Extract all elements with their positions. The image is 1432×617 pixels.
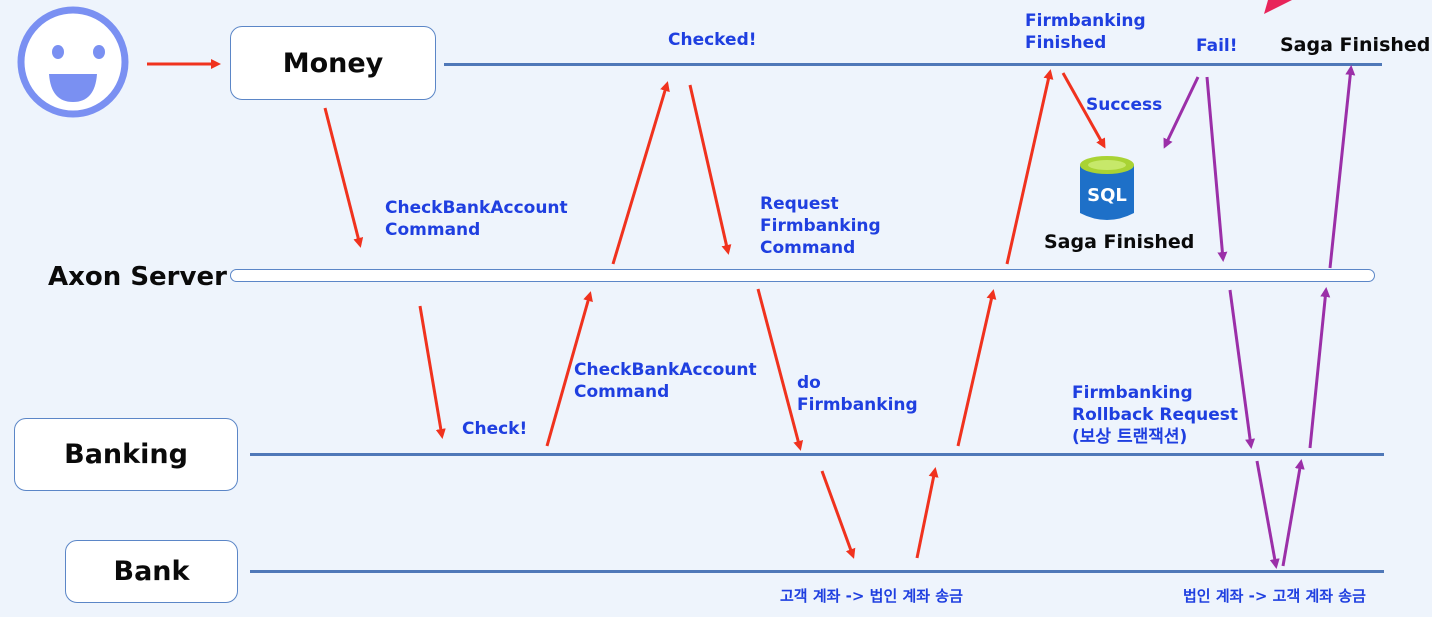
bank-label: Bank [113, 556, 190, 587]
arrow-axon-to-banking-1 [418, 305, 446, 439]
bank-box: Bank [65, 540, 238, 603]
banking-label: Banking [64, 439, 188, 470]
arrow-bank-to-banking-rollback [1281, 459, 1305, 567]
arrow-money-to-axon-1 [323, 107, 364, 248]
arrow-money-to-axon-2 [688, 84, 732, 255]
label-transfer-customer-to-corp: 고객 계좌 -> 법인 계좌 송금 [780, 587, 963, 605]
arrow-banking-to-bank-rollback [1255, 460, 1280, 569]
sql-database-icon: SQL [1080, 156, 1134, 220]
arrow-banking-to-axon-2 [956, 289, 997, 447]
label-fail: Fail! [1196, 36, 1238, 56]
money-lifeline [444, 63, 1382, 66]
label-rollback-request: Firmbanking Rollback Request (보상 트랜잭션) [1072, 383, 1239, 447]
sql-text: SQL [1087, 185, 1127, 206]
arrow-axon-to-money-rollback [1328, 65, 1356, 269]
arrow-fail-to-db [1163, 76, 1200, 149]
axon-server-label: Axon Server [48, 262, 227, 292]
label-request-firmbanking-cmd: Request Firmbanking Command [760, 194, 881, 258]
smiley-face-icon [17, 6, 129, 118]
arrow-banking-to-bank [820, 470, 856, 559]
corner-pink-shape [1264, 0, 1292, 14]
bank-lifeline [250, 570, 1384, 573]
arrow-bank-to-banking [915, 467, 939, 559]
arrow-axon-to-money-2 [1005, 69, 1054, 265]
arrow-money-to-axon-rollback [1205, 76, 1228, 262]
arrow-banking-to-axon-rollback [1308, 287, 1331, 449]
label-check-bank-account-cmd-2: CheckBankAccount Command [574, 360, 757, 402]
banking-lifeline [250, 453, 1384, 456]
label-do-firmbanking: do Firmbanking [797, 373, 918, 415]
label-check-bank-account-cmd-1: CheckBankAccount Command [385, 198, 568, 240]
arrow-banking-to-axon-1 [545, 291, 593, 447]
axon-server-bar [230, 269, 1375, 282]
arrow-money-to-db [1061, 72, 1106, 149]
label-firmbanking-finished: Firmbanking Finished [1025, 11, 1146, 53]
arrow-axon-to-banking-2 [756, 288, 804, 451]
banking-box: Banking [14, 418, 238, 491]
money-box: Money [230, 26, 436, 100]
label-saga-finished-mid: Saga Finished [1044, 231, 1195, 253]
label-check: Check! [462, 419, 528, 439]
arrow-axon-to-banking-rollback [1228, 289, 1256, 449]
label-success: Success [1086, 95, 1163, 115]
label-saga-finished-top: Saga Finished [1280, 34, 1431, 56]
arrow-axon-to-money-1 [611, 81, 670, 265]
label-transfer-corp-to-customer: 법인 계좌 -> 고객 계좌 송금 [1183, 587, 1366, 605]
label-checked: Checked! [668, 30, 757, 50]
money-label: Money [282, 47, 384, 79]
